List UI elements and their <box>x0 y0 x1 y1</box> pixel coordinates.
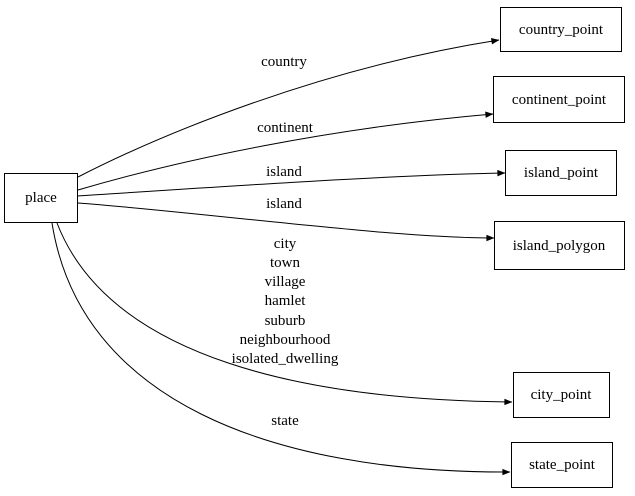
edge-place-island_polygon <box>77 202 495 242</box>
edge-label-hamlet-line: hamlet <box>265 293 307 309</box>
edge-label-continent: continent <box>257 120 314 136</box>
node-state-point-box <box>511 442 613 488</box>
node-continent-point: continent_point <box>493 76 625 123</box>
edge-label-village-line: village <box>265 274 306 290</box>
node-state-point: state_point <box>511 442 613 488</box>
edge-label-town-line: town <box>270 255 301 271</box>
node-island-point: island_point <box>505 150 617 196</box>
edge-place-country_point <box>77 38 500 178</box>
edge-place-city_point <box>56 222 513 406</box>
node-city-point-box <box>513 372 610 418</box>
node-country-point-box <box>500 7 622 52</box>
edge-label-island-point: island <box>266 164 302 180</box>
node-continent-point-box <box>493 76 625 123</box>
node-group: place country_point continent_point isla… <box>4 7 625 488</box>
node-island-point-box <box>505 150 617 196</box>
node-country-point: country_point <box>500 7 622 52</box>
node-island-point-label: island_point <box>524 165 599 181</box>
edge-label-city-line: city <box>274 236 297 252</box>
node-place: place <box>4 173 78 223</box>
edge-place-continent_point <box>77 111 494 191</box>
node-state-point-label: state_point <box>529 457 596 473</box>
node-island-polygon-box <box>494 221 625 270</box>
edge-label-neighbourhood-line: neighbourhood <box>240 332 331 348</box>
edge-place-state_point <box>51 222 511 476</box>
node-city-point: city_point <box>513 372 610 418</box>
edge-group <box>51 38 513 476</box>
edge-label-country: country <box>261 54 307 70</box>
edge-label-state: state <box>271 413 299 429</box>
edge-label-suburb-line: suburb <box>265 313 306 329</box>
node-place-box <box>4 173 78 223</box>
node-island-polygon-label: island_polygon <box>513 238 606 254</box>
node-city-point-label: city_point <box>531 387 593 403</box>
edge-label-island-polygon: island <box>266 196 302 212</box>
edge-label-isolated-dwelling-line: isolated_dwelling <box>232 351 339 367</box>
node-country-point-label: country_point <box>519 22 604 38</box>
edge-label-group: country continent island island city tow… <box>232 54 339 429</box>
node-continent-point-label: continent_point <box>512 92 607 108</box>
node-island-polygon: island_polygon <box>494 221 625 270</box>
node-place-label: place <box>25 190 57 206</box>
edge-place-island_point <box>77 169 506 197</box>
